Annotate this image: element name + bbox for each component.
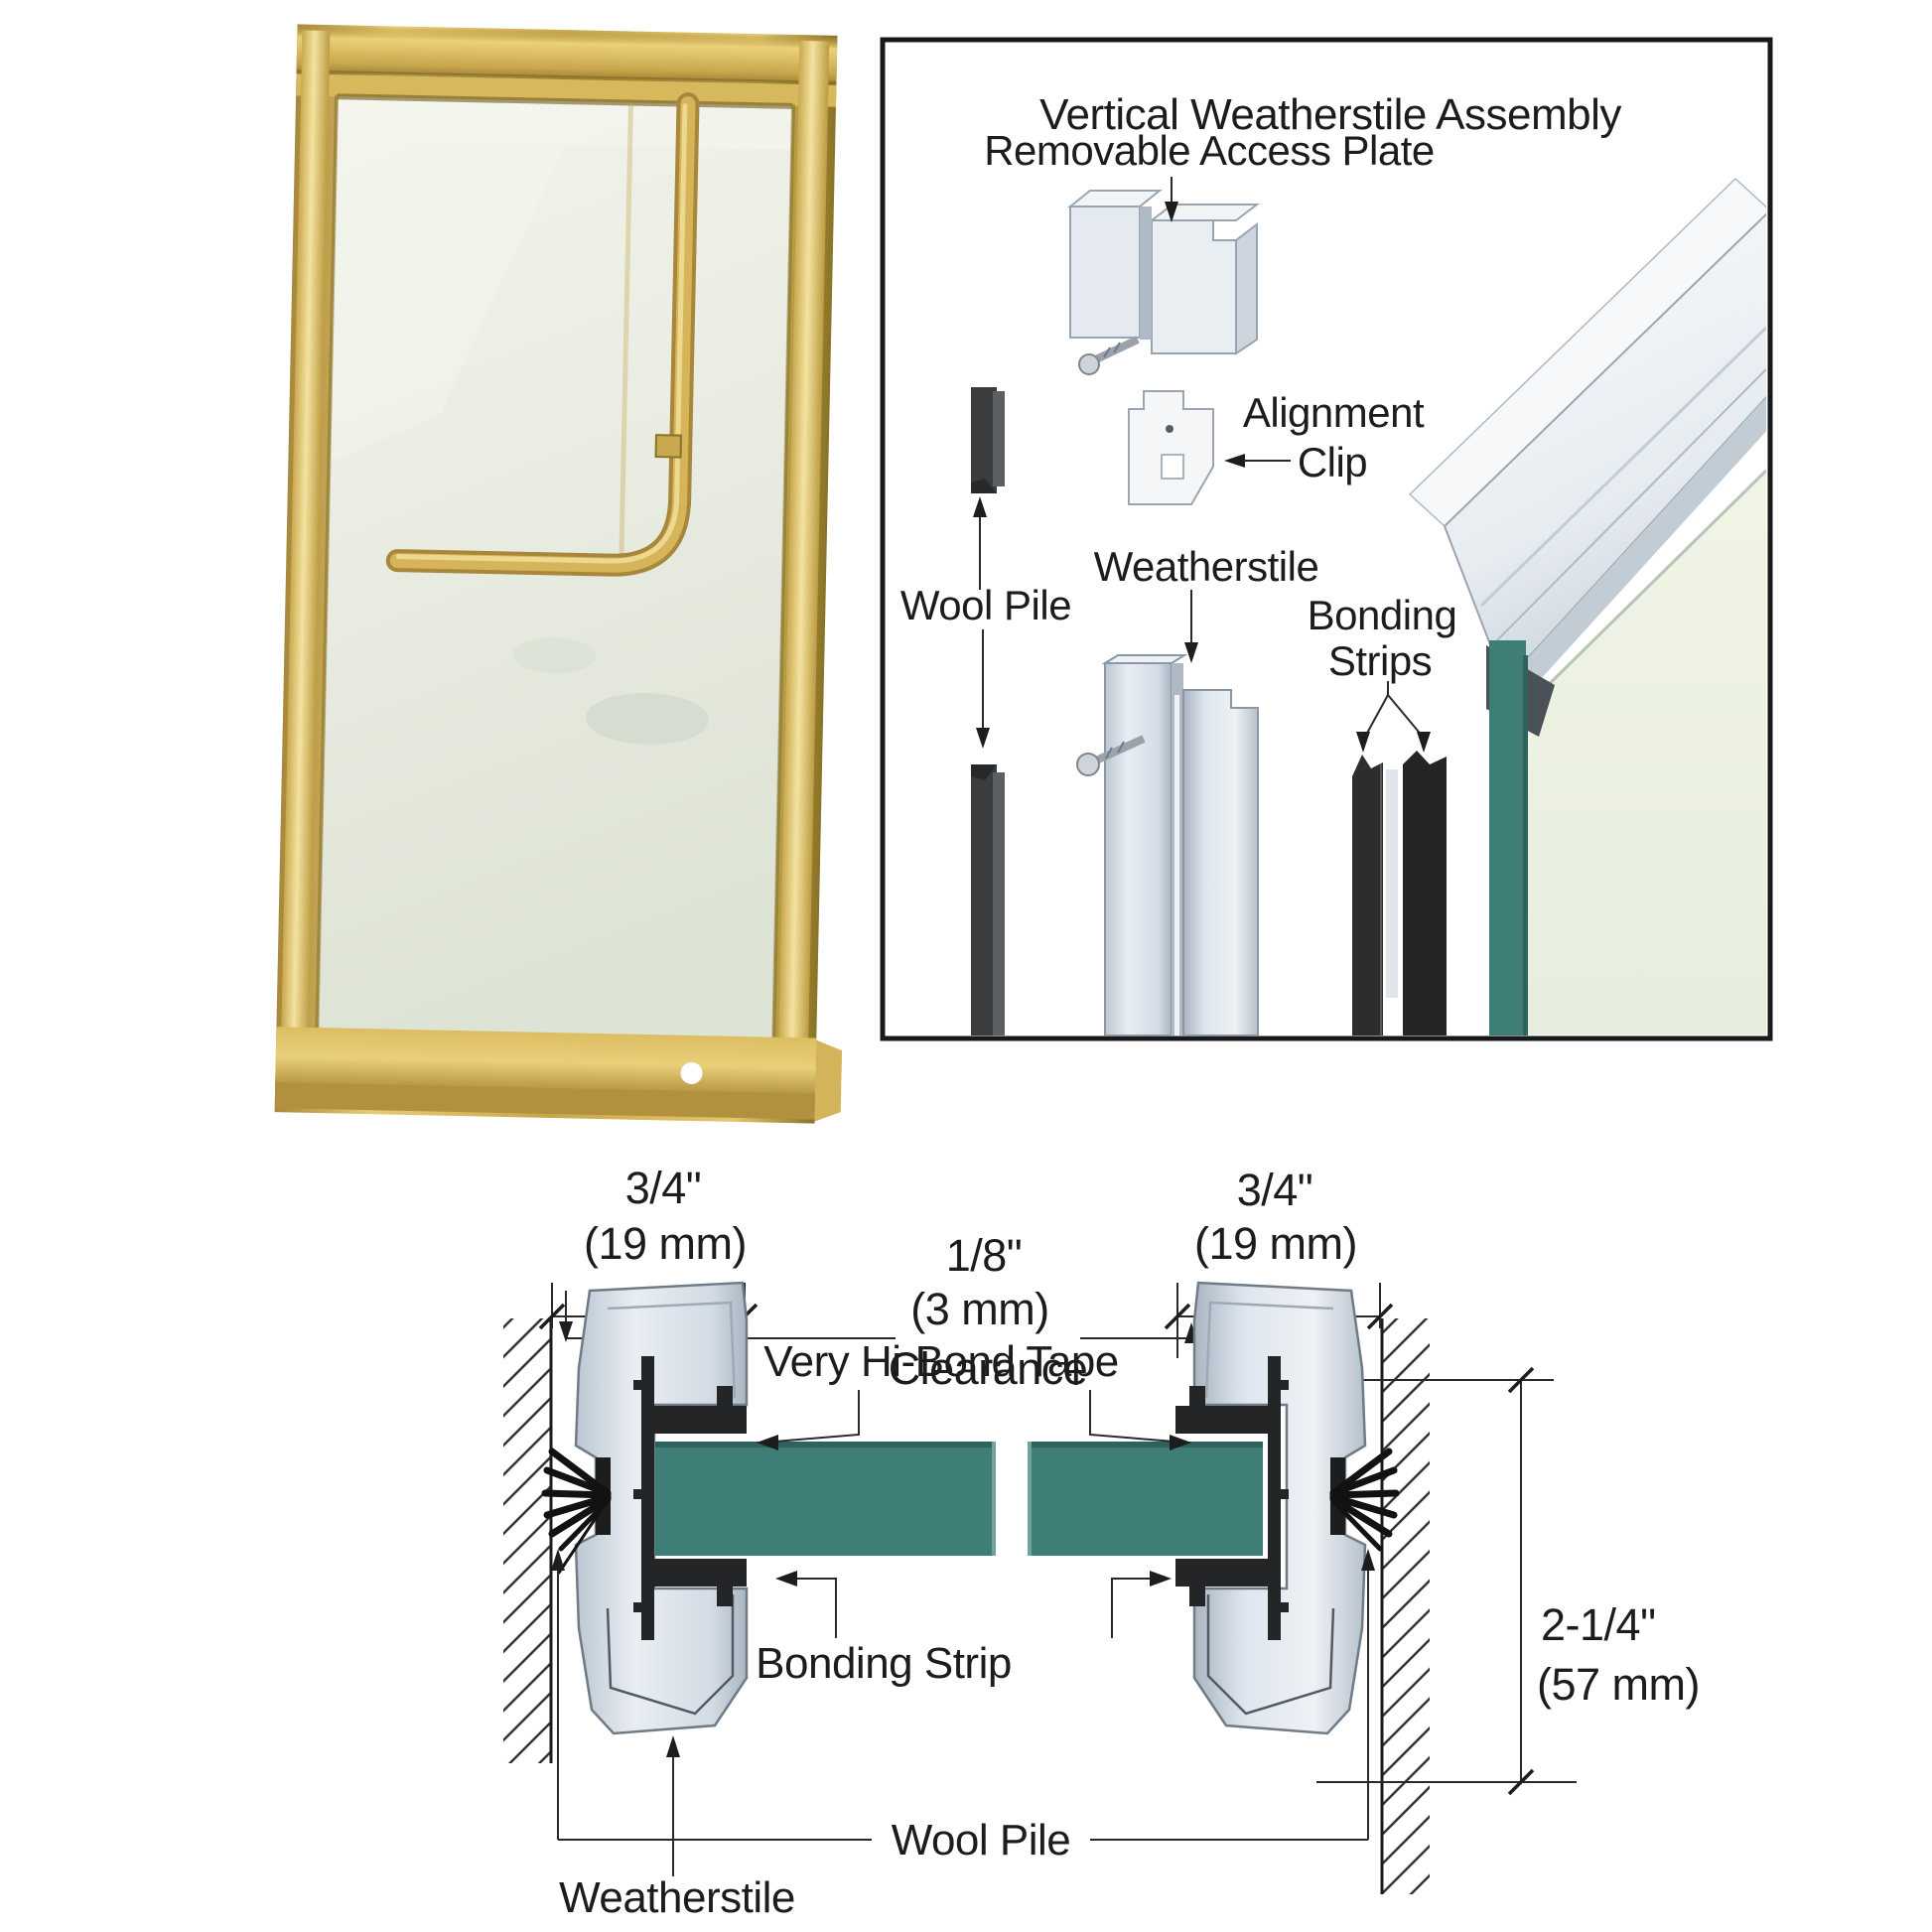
label-bonding-strip: Bonding Strip (756, 1639, 1012, 1688)
bottom-rail-end-tab (814, 1039, 843, 1122)
screw-icon (1076, 735, 1146, 776)
arrow-down-icon (1356, 732, 1370, 753)
dim-clearance-inches: 1/8" (946, 1230, 1023, 1281)
arrow-up-icon (666, 1735, 680, 1757)
glass-edge-teal (1489, 640, 1526, 1035)
header-joint-line (296, 69, 837, 85)
weatherstile-profile-left (574, 1281, 749, 1735)
arrow-left-icon (1224, 454, 1245, 468)
arrow-right-icon (1150, 1571, 1172, 1587)
door-left-jamb (280, 30, 331, 1081)
dim-left-inches: 3/4" (625, 1163, 702, 1213)
glass-panel-face (1526, 471, 1766, 1035)
glass-smudge (512, 636, 597, 673)
label-wool-pile-panel: Wool Pile (900, 582, 1071, 628)
label-wool-pile-cs: Wool Pile (892, 1816, 1071, 1864)
dim-clearance-metric: (3 mm) (910, 1284, 1048, 1334)
door-header-track (296, 73, 837, 107)
door-header-bar (296, 26, 838, 83)
label-clip: Clip (1298, 439, 1367, 485)
glass-edge-shade (1523, 655, 1528, 1035)
arrow-down-icon (1184, 642, 1198, 663)
glass-reflection (330, 94, 587, 463)
shower-door-photo (274, 24, 843, 1124)
wall-hatch-right (1382, 1318, 1430, 1894)
label-bonding: Bonding (1308, 592, 1457, 638)
wool-pile-brush-right (1329, 1448, 1400, 1552)
vertical-weatherstile-assembly-panel: Vertical Weatherstile Assembly Removable… (880, 37, 1773, 1041)
wool-pile-strip-upper (971, 387, 1005, 493)
alignment-clip-part (1128, 390, 1214, 505)
glass-panels (655, 1442, 1263, 1556)
towel-bar-handle (385, 92, 700, 577)
bonding-strip-profile-right (1175, 1356, 1289, 1640)
dim-right-metric: (19 mm) (1194, 1218, 1357, 1269)
dim-height-inches: 2-1/4" (1541, 1599, 1656, 1650)
drain-hole (680, 1061, 703, 1084)
label-weatherstile-panel: Weatherstile (1094, 543, 1319, 590)
bonding-strip-profile-left (633, 1356, 747, 1640)
label-strips: Strips (1328, 637, 1432, 684)
weatherstile-part (1101, 654, 1259, 1035)
header-rail-with-glass (1408, 177, 1766, 1035)
arrow-down-icon (976, 728, 990, 749)
label-very-hi-bond-tape: Very Hi-Bond Tape (763, 1337, 1119, 1386)
dim-clearance-word: Clearance (889, 1343, 1088, 1394)
screw-icon (1078, 336, 1140, 375)
arrow-up-icon (973, 496, 987, 517)
dim-left-metric: (19 mm) (584, 1218, 747, 1269)
arrow-up-icon (551, 1549, 565, 1571)
dim-height-metric: (57 mm) (1537, 1659, 1700, 1710)
label-removable-access-plate: Removable Access Plate (984, 127, 1435, 174)
rail-lower-lip (1505, 397, 1766, 703)
glass-seam-line (619, 104, 633, 570)
door-bottom-lip (274, 1082, 816, 1120)
door-bottom-rail (275, 1027, 817, 1098)
arrow-down-icon (1417, 732, 1431, 753)
label-weatherstile-cs: Weatherstile (559, 1873, 795, 1922)
plate-gap (1140, 207, 1152, 340)
cross-section-leaders (557, 1390, 1369, 1876)
door-right-jamb (778, 41, 830, 1044)
glass-right (1028, 1442, 1263, 1556)
towel-bar-bracket (654, 434, 683, 459)
panel-title: Vertical Weatherstile Assembly (1039, 90, 1621, 139)
arrow-down-icon (1165, 202, 1178, 222)
glass-smudge (586, 692, 709, 745)
arrow-down-icon (559, 1321, 573, 1342)
dim-right-inches: 3/4" (1237, 1165, 1313, 1215)
wall-hatch-left (503, 1318, 551, 1763)
wool-pile-strip-lower (971, 764, 1005, 1035)
panel-leader-lines (979, 177, 1424, 738)
glass-left (655, 1442, 996, 1556)
weatherstile-cross-section: 3/4" (19 mm) 1/8" (3 mm) Clearance 3/4" … (503, 1163, 1701, 1922)
clip-slot (1161, 454, 1184, 480)
arrow-left-icon (775, 1571, 797, 1587)
arrow-right-icon (1170, 1435, 1191, 1450)
rail-front-face (1443, 212, 1766, 685)
jamb-inner-line (771, 103, 796, 1037)
wool-pile-brush-left (541, 1448, 612, 1575)
arrow-up-icon (1361, 1549, 1375, 1571)
bonding-strips-parts (1352, 751, 1447, 1035)
removable-access-plate-part (1067, 190, 1260, 355)
arrow-left-icon (757, 1435, 778, 1450)
jamb-inner-line (315, 94, 340, 1029)
label-alignment: Alignment (1243, 389, 1425, 436)
